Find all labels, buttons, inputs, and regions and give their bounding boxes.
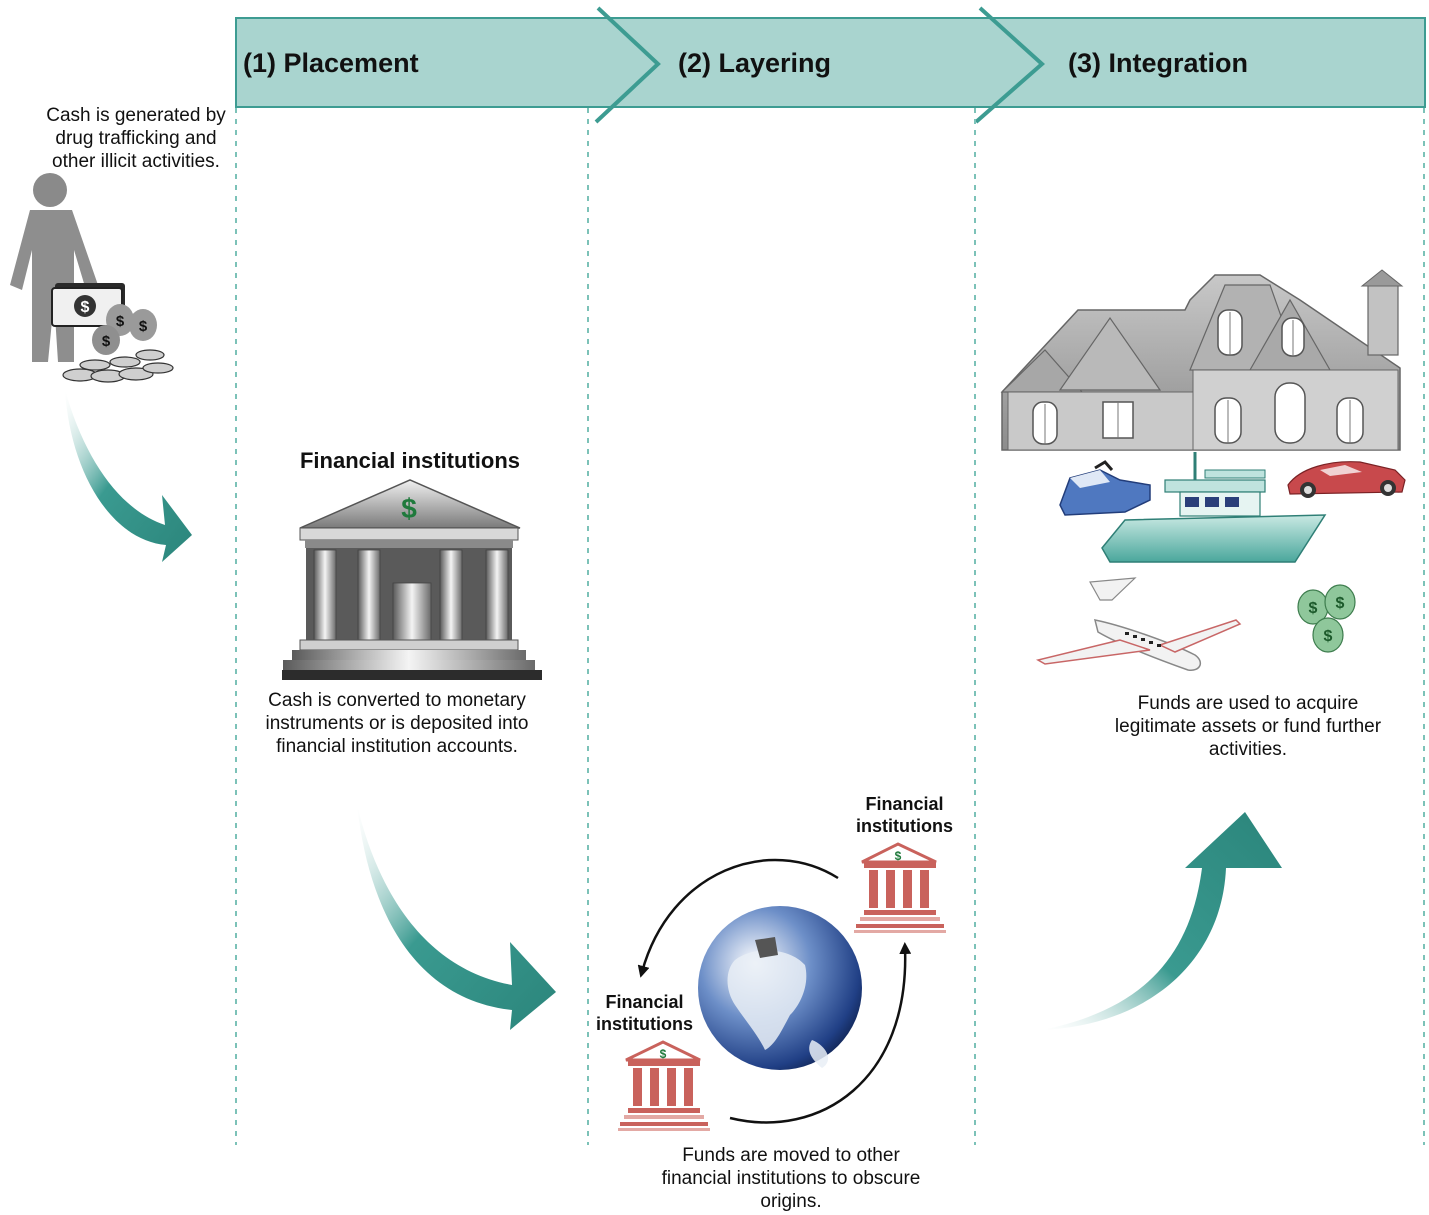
placement-description: Cash is converted to monetary instrument… [265, 690, 529, 757]
private-jet-icon [1035, 577, 1242, 671]
person-with-cash-icon: $ $ $ $ [10, 173, 174, 383]
stage-label-integration: (3) Integration [1068, 48, 1248, 78]
stage-header-band [235, 6, 1426, 124]
jet-ski-icon [1059, 460, 1151, 516]
svg-text:$: $ [116, 313, 125, 330]
svg-text:$: $ [139, 318, 148, 335]
integration-description: Funds are used to acquire legitimate ass… [1114, 693, 1382, 760]
arrow-placement-to-layering [357, 805, 556, 1030]
bank-building-icon: $ [282, 479, 542, 680]
svg-text:$: $ [1336, 595, 1345, 612]
layering-description: Funds are moved to other financial insti… [661, 1145, 921, 1212]
svg-text:$: $ [660, 1047, 667, 1061]
stage-label-placement: (1) Placement [243, 48, 419, 78]
source-description: Cash is generated by drug trafficking an… [46, 105, 226, 172]
money-bags-icon: $ $ $ [1297, 584, 1356, 653]
arrow-layering-to-integration [1042, 812, 1282, 1030]
yacht-icon [1101, 452, 1327, 563]
cycle-arrow-lower [729, 942, 912, 1124]
globe-icon [698, 906, 862, 1070]
svg-text:$: $ [1309, 600, 1318, 617]
layering-institutions-label-right: Financial institutions [856, 794, 953, 836]
arrow-source-to-placement [65, 390, 192, 562]
sports-car-icon [1287, 461, 1406, 498]
column-dividers [235, 108, 1425, 1145]
mansion-icon [1000, 269, 1404, 451]
placement-institutions-title: Financial institutions [299, 448, 520, 473]
svg-text:$: $ [895, 849, 902, 863]
svg-text:$: $ [81, 299, 90, 316]
cycle-arrow-upper [637, 858, 839, 978]
bank-small-icon: $ [618, 1040, 710, 1131]
layering-institutions-label-left: Financial institutions [596, 992, 693, 1034]
svg-text:$: $ [401, 493, 417, 524]
bank-small-icon: $ [854, 842, 946, 933]
svg-text:$: $ [102, 333, 111, 350]
svg-text:$: $ [1324, 628, 1333, 645]
stage-label-layering: (2) Layering [678, 48, 832, 78]
